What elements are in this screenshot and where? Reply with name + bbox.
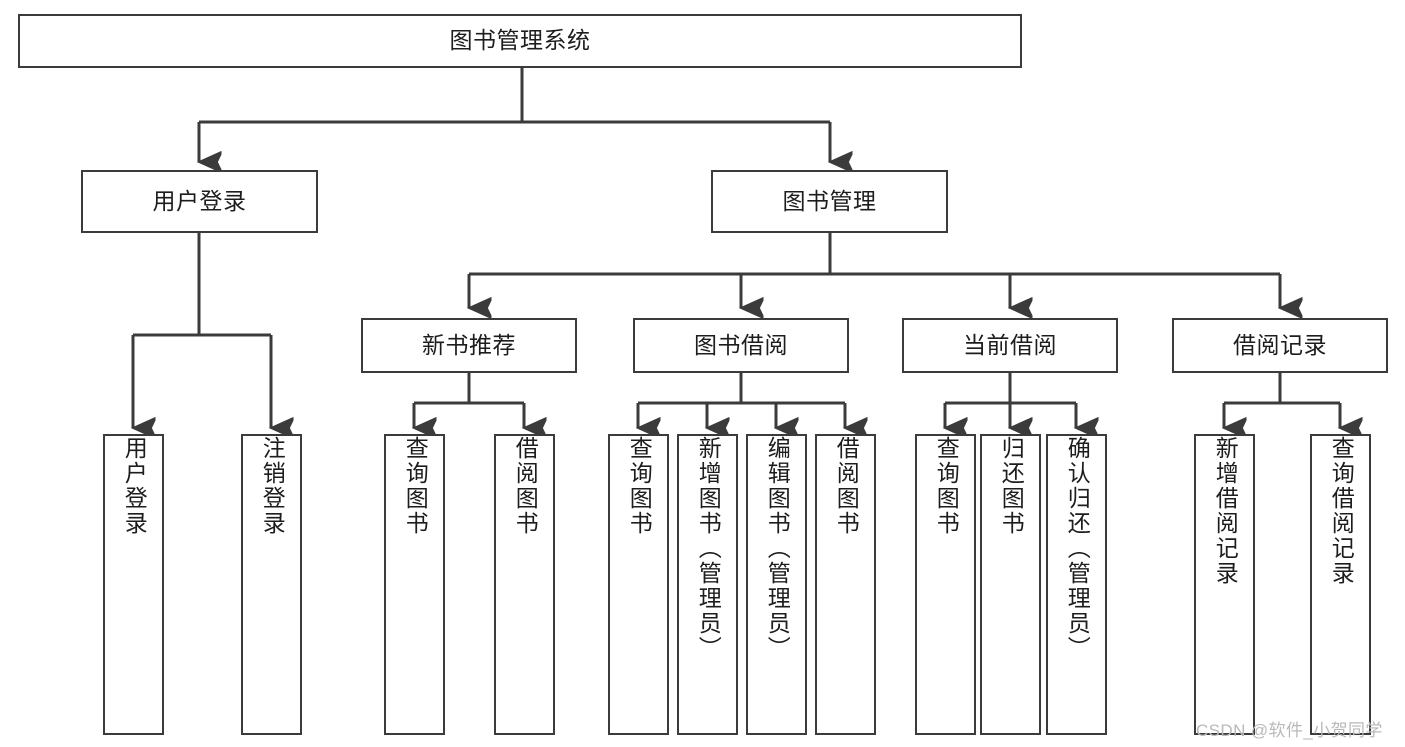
node-book-borrow[interactable]: 图书借阅: [633, 318, 849, 373]
leaf-current-query-book-label: 查询图书: [933, 436, 960, 536]
leaf-record-query[interactable]: 查询借阅记录: [1310, 434, 1371, 735]
leaf-borrow-add-book-label: 新增图书（管理员）: [695, 436, 722, 661]
leaf-current-return-book[interactable]: 归还图书: [980, 434, 1041, 735]
leaf-user-login-signout-label: 注销登录: [259, 436, 286, 536]
leaf-current-confirm-return[interactable]: 确认归还（管理员）: [1046, 434, 1107, 735]
node-book-management-label: 图书管理: [782, 187, 877, 214]
leaf-current-confirm-return-label: 确认归还（管理员）: [1064, 436, 1091, 661]
csdn-watermark: CSDN @软件_小贺同学: [1196, 721, 1383, 740]
leaf-current-query-book[interactable]: 查询图书: [915, 434, 976, 735]
leaf-current-return-book-label: 归还图书: [998, 436, 1025, 536]
node-borrow-record[interactable]: 借阅记录: [1172, 318, 1388, 373]
leaf-borrow-query-book-label: 查询图书: [626, 436, 653, 536]
leaf-user-login-signin-label: 用户登录: [121, 436, 148, 536]
leaf-record-add[interactable]: 新增借阅记录: [1194, 434, 1255, 735]
leaf-user-login-signin[interactable]: 用户登录: [103, 434, 164, 735]
node-new-book-recommend-label: 新书推荐: [422, 331, 516, 358]
leaf-new-book-query[interactable]: 查询图书: [384, 434, 445, 735]
node-book-management[interactable]: 图书管理: [711, 170, 948, 233]
leaf-borrow-edit-book[interactable]: 编辑图书（管理员）: [746, 434, 807, 735]
leaf-borrow-edit-book-label: 编辑图书（管理员）: [764, 436, 791, 661]
leaf-borrow-borrow-book-label: 借阅图书: [833, 436, 860, 536]
leaf-record-query-label: 查询借阅记录: [1328, 436, 1355, 586]
leaf-borrow-query-book[interactable]: 查询图书: [608, 434, 669, 735]
node-user-login-label: 用户登录: [152, 187, 247, 214]
node-user-login[interactable]: 用户登录: [81, 170, 318, 233]
node-book-borrow-label: 图书借阅: [694, 331, 788, 358]
node-borrow-record-label: 借阅记录: [1233, 331, 1327, 358]
leaf-borrow-borrow-book[interactable]: 借阅图书: [815, 434, 876, 735]
node-current-borrow[interactable]: 当前借阅: [902, 318, 1118, 373]
leaf-record-add-label: 新增借阅记录: [1212, 436, 1239, 586]
node-root[interactable]: 图书管理系统: [18, 14, 1022, 68]
leaf-user-login-signout[interactable]: 注销登录: [241, 434, 302, 735]
leaf-new-book-query-label: 查询图书: [402, 436, 429, 536]
node-current-borrow-label: 当前借阅: [963, 331, 1057, 358]
node-new-book-recommend[interactable]: 新书推荐: [361, 318, 577, 373]
leaf-new-book-borrow-label: 借阅图书: [512, 436, 539, 536]
leaf-borrow-add-book[interactable]: 新增图书（管理员）: [677, 434, 738, 735]
leaf-new-book-borrow[interactable]: 借阅图书: [494, 434, 555, 735]
node-root-label: 图书管理系统: [449, 27, 591, 54]
